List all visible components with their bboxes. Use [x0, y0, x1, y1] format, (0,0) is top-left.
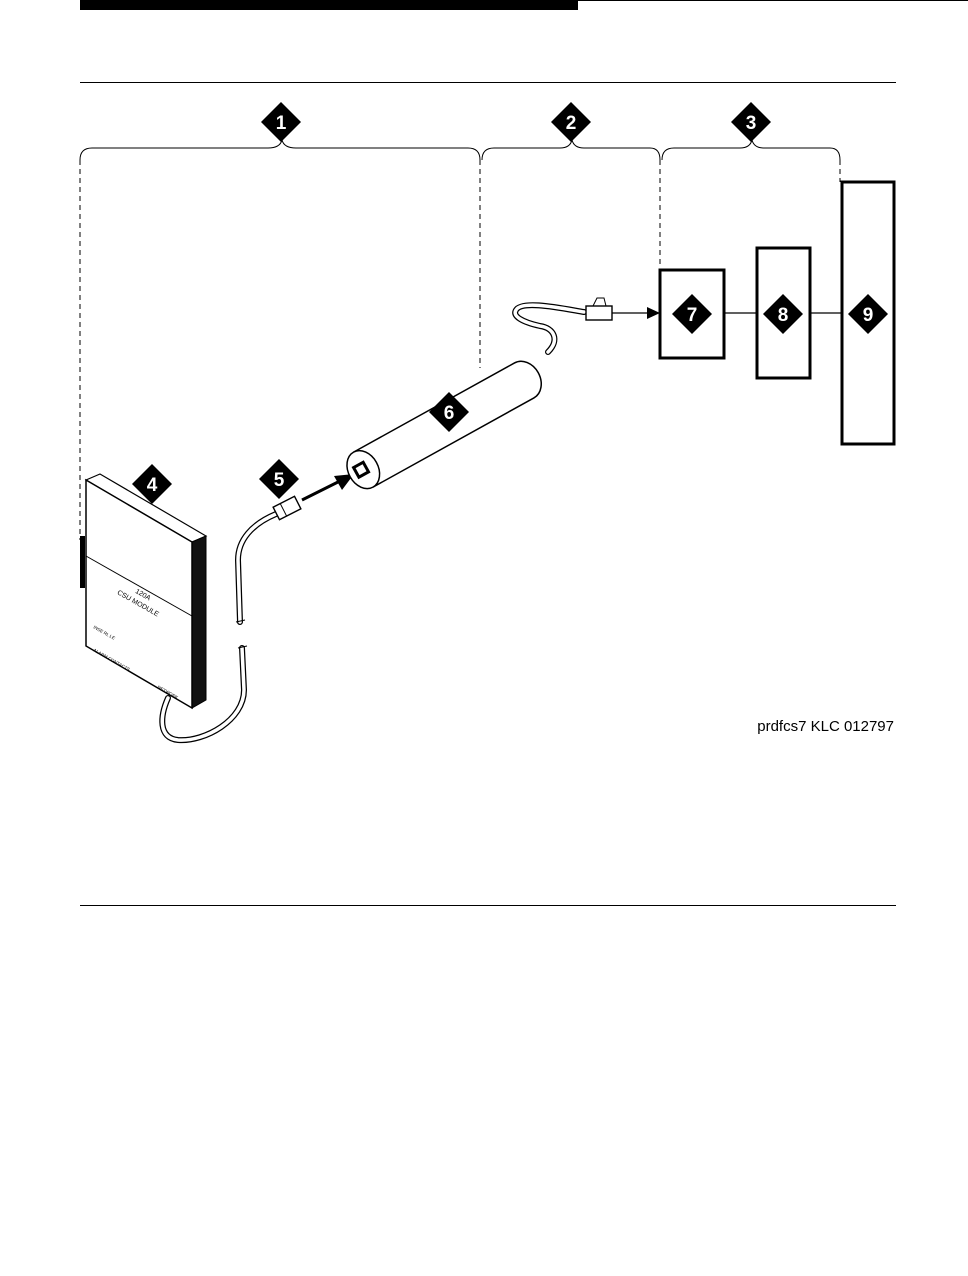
- diamond-callout-icon: [731, 102, 771, 142]
- csu-module-face: [85, 478, 193, 710]
- callout-3-label: 3: [746, 113, 757, 134]
- callout-6-label: 6: [444, 403, 455, 424]
- figure-credit: prdfcs7 KLC 012797: [757, 718, 894, 735]
- cable-cut-top: [235, 619, 246, 623]
- figure-top-rule: [80, 82, 896, 83]
- callout-6: 6: [429, 392, 469, 432]
- plug-cable-fill: [236, 512, 278, 624]
- bracket-2: [481, 139, 661, 161]
- csu-module-edge-connector: [80, 536, 85, 588]
- callout-8: 8: [763, 294, 803, 334]
- rj-plug-far-body: [585, 305, 613, 321]
- callout-1-label: 1: [276, 113, 287, 134]
- callout-4-label: 4: [147, 475, 158, 496]
- diamond-callout-icon: [848, 294, 888, 334]
- callout-2-label: 2: [566, 113, 577, 134]
- diamond-callout-icon: [132, 464, 172, 504]
- insert-arrow-shaft: [301, 480, 339, 502]
- bracket-drop-lines: [79, 160, 841, 540]
- brackets: [79, 139, 841, 161]
- callout-4: 4: [132, 464, 172, 504]
- cable-tube-jack-opening: [355, 464, 367, 476]
- rj-plug: [272, 495, 302, 521]
- csu-module-divider: [85, 555, 193, 617]
- tube-cable: [512, 302, 587, 355]
- diamond-callout-icon: [429, 392, 469, 432]
- callout-2: 2: [551, 102, 591, 142]
- callout-9: 9: [848, 294, 888, 334]
- diamond-callout-icon: [259, 459, 299, 499]
- rj-plug-body: [272, 495, 302, 521]
- plug-cable-outline: [234, 511, 279, 625]
- callout-5-label: 5: [274, 470, 285, 491]
- callout-7: 7: [672, 294, 712, 334]
- diamond-callout-icon: [261, 102, 301, 142]
- csu-module: 120A CSU MODULE INSE RL LE ALARM CONTACT…: [80, 473, 208, 710]
- cable-cut-bottom: [237, 645, 248, 649]
- diamond-callout-icon: [672, 294, 712, 334]
- arrow-right-icon: [647, 307, 660, 319]
- callout-7-label: 7: [687, 305, 698, 326]
- diamond-callout-icon: [551, 102, 591, 142]
- equipment-box-7: [658, 268, 726, 360]
- arrow-right-icon: [334, 474, 354, 490]
- callout-8-label: 8: [778, 305, 789, 326]
- module-cable-fill: [160, 646, 246, 742]
- csu-module-side: [191, 535, 207, 709]
- callout-3: 3: [731, 102, 771, 142]
- callout-5: 5: [259, 459, 299, 499]
- module-cable: [159, 511, 279, 744]
- rj-plug-line: [279, 503, 288, 517]
- rj-plug-far-latch: [592, 297, 607, 307]
- bracket-1: [79, 139, 481, 161]
- header-bar: [80, 0, 578, 10]
- figure-bottom-rule: [80, 905, 896, 906]
- bracket-3: [661, 139, 841, 161]
- callout-1: 1: [261, 102, 301, 142]
- rj-plug-far: [585, 297, 613, 321]
- callout-9-label: 9: [863, 305, 874, 326]
- tube-cable-fill: [513, 303, 586, 354]
- diamond-callout-icon: [763, 294, 803, 334]
- header-thin-rule: [578, 0, 968, 1]
